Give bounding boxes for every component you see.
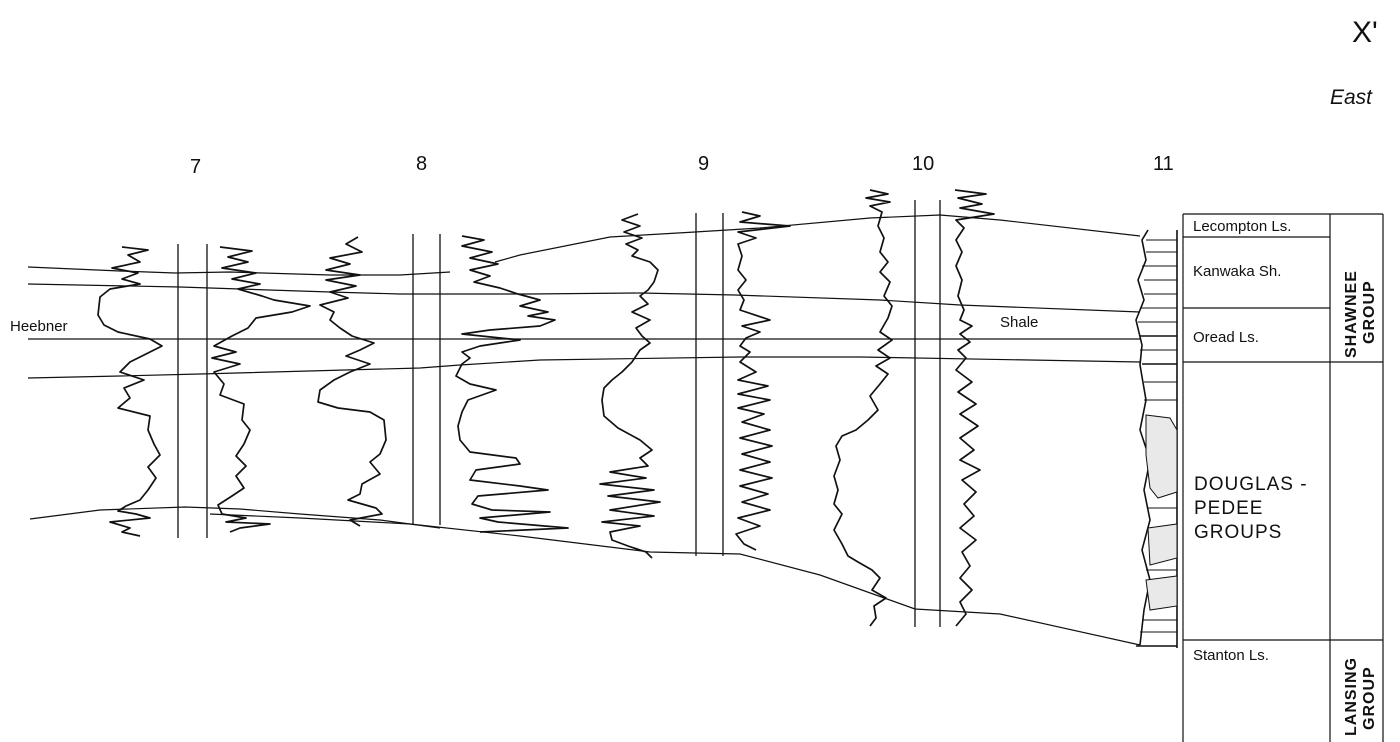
unit-frame [1182,213,1384,742]
shawnee-group-label: SHAWNEE GROUP [1343,270,1378,358]
log-7-right [211,246,311,533]
shawnee-line-1: SHAWNEE [1343,270,1360,358]
well-number-11: 11 [1153,153,1174,175]
shawnee-line-2: GROUP [1361,280,1378,344]
direction-label: East [1330,86,1373,109]
unit-oread: Oread Ls. [1193,329,1259,346]
unit-kanwaka: Kanwaka Sh. [1193,263,1281,280]
log-9-right [735,211,791,551]
correlation-oread-base [27,356,1141,379]
douglas-pedee-line-3: GROUPS [1194,522,1282,543]
log-9-left [599,213,661,559]
douglas-pedee-line-2: PEDEE [1194,498,1263,519]
log-10-left [833,189,893,627]
well-number-9: 9 [698,153,709,175]
column-sandstone-1 [1145,414,1178,499]
log-7-left [97,246,163,537]
lansing-line-2: GROUP [1361,666,1378,730]
column-sandstone-3 [1145,575,1178,611]
well-number-10: 10 [912,153,934,175]
well-logs [97,189,995,627]
correlation-kanwaka-upper [27,266,451,276]
shale-label: Shale [1000,314,1038,331]
correlation-douglas-top-west [29,506,441,529]
unit-stanton: Stanton Ls. [1193,647,1269,664]
log-8-right [455,235,569,533]
correlation-stanton-top [209,513,1141,646]
log-8-left [317,236,387,527]
correlation-lines [27,214,1141,646]
unit-lecompton: Lecompton Ls. [1193,218,1291,235]
log-10-right [954,189,995,627]
section-label: X' [1352,16,1378,49]
correlation-lecompton-top [494,214,1141,263]
lansing-group-label: LANSING GROUP [1343,657,1378,736]
boreholes [177,200,941,627]
lithologic-column-11 [1135,229,1178,648]
douglas-pedee-line-1: DOUGLAS - [1194,474,1308,495]
lansing-line-1: LANSING [1343,657,1360,736]
well-number-8: 8 [416,153,427,175]
well-number-7: 7 [190,156,201,178]
correlation-kanwaka-lower [27,283,1141,313]
heebner-label: Heebner [10,318,68,335]
column-sandstone-2 [1147,523,1178,566]
